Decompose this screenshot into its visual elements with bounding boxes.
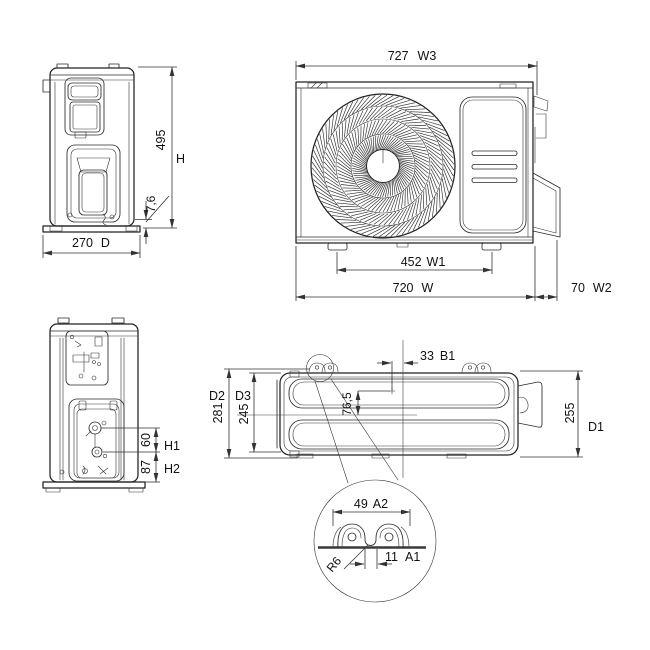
bracket-profile [332, 523, 410, 548]
dim-d2-value: 281 [211, 403, 225, 424]
dim-h2-label: H2 [164, 462, 180, 476]
valve-side-view: 60 H1 87 H2 [42, 317, 180, 493]
mounting-feet [327, 242, 502, 251]
dim-h1-value: 60 [139, 433, 153, 447]
dim-d1-value: 255 [563, 403, 577, 424]
pipe-cover [532, 95, 561, 238]
terminal-panel [65, 330, 109, 386]
dim-r6: R6 [324, 544, 369, 575]
dim-hole-value: 76,5 [340, 392, 354, 416]
dim-height-value: 495 [154, 130, 168, 151]
top-rail-marks [307, 82, 517, 89]
dim-hole-76-5: 76,5 [340, 390, 390, 416]
dim-height-label: H [176, 152, 185, 166]
dim-base-7-6: 7,6 [135, 195, 170, 244]
dim-base-value: 7,6 [144, 195, 158, 212]
top-handle-recess [64, 77, 105, 139]
dim-d1-255: 255 D1 [520, 370, 604, 458]
detail-bubble [313, 479, 437, 603]
stamped-channels [288, 378, 510, 450]
fan-grille [310, 93, 456, 239]
lower-handle-recess [66, 144, 121, 226]
dim-height-495: 495 H [138, 66, 185, 229]
dim-d1-label: D1 [588, 420, 604, 434]
valve-recess [68, 398, 125, 482]
dim-h1-label: H1 [164, 439, 180, 453]
anchor-lugs-left [308, 362, 339, 373]
dim-d2-label: D2 [209, 389, 225, 403]
dim-d3-245: D3 245 [235, 372, 281, 453]
dim-valve-heights: 60 H1 87 H2 [101, 427, 180, 483]
side-louver-panel [459, 96, 527, 234]
dim-h2-value: 87 [139, 460, 153, 474]
dim-d2-281: D2 281 [209, 368, 310, 459]
top-pipe-cover [517, 381, 543, 428]
dim-r6-text: R6 [324, 554, 345, 575]
detail-reference-circle [306, 354, 334, 382]
dim-d3-label: D3 [235, 389, 251, 403]
dim-d3-value: 245 [237, 404, 251, 425]
anchor-lugs-right [461, 362, 492, 373]
anchor-hole-mark [388, 361, 396, 395]
